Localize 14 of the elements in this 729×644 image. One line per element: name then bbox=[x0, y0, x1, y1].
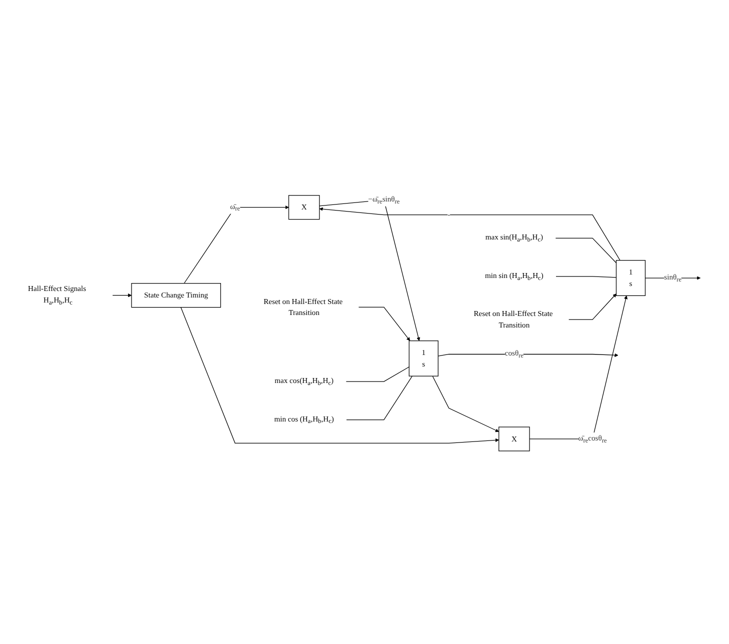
arrow bbox=[529, 295, 628, 440]
connector bbox=[555, 238, 617, 264]
arrow bbox=[112, 293, 132, 298]
arrow bbox=[432, 376, 500, 432]
arrow bbox=[319, 199, 420, 341]
connector bbox=[346, 366, 410, 382]
arrow bbox=[568, 293, 616, 320]
arrow bbox=[358, 306, 410, 341]
arrow bbox=[180, 306, 500, 444]
connector bbox=[556, 276, 617, 278]
connector bbox=[346, 376, 413, 420]
arrow bbox=[319, 207, 620, 261]
arrow bbox=[184, 205, 289, 284]
arrow bbox=[438, 353, 618, 357]
